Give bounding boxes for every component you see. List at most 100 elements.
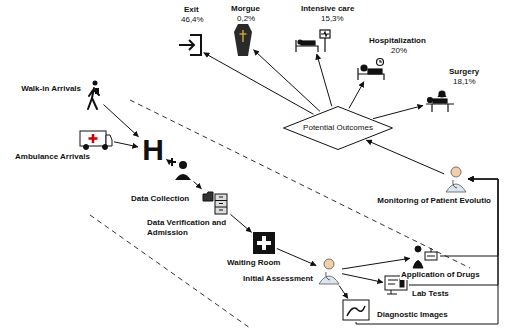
ambulance-icon-part xyxy=(80,131,106,146)
outcome-node: Hospitalization20% xyxy=(356,58,386,80)
imaging-icon xyxy=(343,300,369,320)
walking-person-icon-part xyxy=(93,81,98,86)
lab-test-icon-part xyxy=(400,279,404,287)
outcome-node: Exit46,4% xyxy=(178,34,202,56)
arrival-node: Walk-in Arrivals xyxy=(84,80,102,110)
hospital-bed-icon-part xyxy=(380,60,382,62)
node-label: Diagnostic Images xyxy=(376,310,449,320)
imaging-icon-part xyxy=(343,300,369,320)
surgery-icon-part xyxy=(439,91,445,97)
icu-bed-icon xyxy=(296,30,330,52)
zone-divider-part xyxy=(90,215,250,328)
process-node: Monitoring of Patient Evolutio xyxy=(446,166,466,192)
hospital-bed-icon xyxy=(358,59,384,81)
node-label: Application of Drugs xyxy=(400,270,481,280)
files-icon-part xyxy=(215,194,227,214)
icu-bed-icon-part xyxy=(296,40,318,52)
arrival-node: Ambulance Arrivals xyxy=(80,127,112,149)
files-icon-part xyxy=(215,197,227,210)
doctor-icon-part xyxy=(451,167,461,177)
hospital-node: H xyxy=(140,137,166,163)
decision-label: Potential Outcomes xyxy=(303,123,373,133)
process-node: Application of Drugs xyxy=(412,244,438,268)
percentage-label: 0,2% xyxy=(236,14,256,24)
node-label: Surgery xyxy=(448,67,480,77)
node-label: Waiting Room xyxy=(226,258,281,268)
coffin-icon-part xyxy=(234,24,252,56)
outcome-node: Intensive care15,3% xyxy=(296,30,330,52)
decision-diamond: Potential Outcomes xyxy=(283,106,393,150)
percentage-label: 20% xyxy=(390,46,408,56)
lab-test-icon-part xyxy=(387,280,398,294)
coffin-icon xyxy=(234,24,252,56)
hospital-bed-icon-part xyxy=(361,65,367,71)
text-holder: Potential Outcomes xyxy=(283,106,393,150)
process-node: Initial Assessment xyxy=(318,258,340,284)
node-label: Intensive care xyxy=(300,4,355,14)
flow-arrow xyxy=(356,179,498,324)
clerk-icon-part xyxy=(179,161,187,169)
flow-arrow xyxy=(114,142,138,147)
clerk-icon xyxy=(168,158,191,180)
clerk-icon-part xyxy=(175,174,191,180)
surgery-icon-part xyxy=(428,98,433,103)
node-label: Exit xyxy=(183,5,200,15)
walking-person-icon-part xyxy=(95,88,99,94)
flow-arrow xyxy=(373,106,423,119)
flow-arrow xyxy=(349,82,364,109)
hospital-letter: H xyxy=(142,137,164,163)
node-label: Data Collection xyxy=(130,194,190,204)
process-node: Data Verification and Admission xyxy=(203,190,229,214)
flow-arrow xyxy=(254,50,320,112)
surgery-icon-part xyxy=(438,94,446,98)
clerk-icon-part xyxy=(168,158,176,166)
exit-icon-part xyxy=(179,40,194,50)
node-label: Walk-in Arrivals xyxy=(20,84,82,94)
flow-arrow xyxy=(104,105,139,137)
waiting-room-icon-part xyxy=(253,232,275,254)
flow-arrow xyxy=(166,159,167,161)
ambulance-icon xyxy=(80,131,112,150)
doctor-icon-part xyxy=(326,272,330,280)
doctor-icon-part xyxy=(324,259,334,269)
node-label: Ambulance Arrivals xyxy=(14,152,91,162)
drug-application-icon-part xyxy=(427,248,435,256)
doctor-icon xyxy=(319,259,339,284)
process-node: Waiting Room xyxy=(253,232,275,254)
zone-divider-part xyxy=(130,100,470,268)
ambulance-icon-part xyxy=(103,145,108,150)
flow-arrow xyxy=(366,140,444,174)
walking-person-icon-part xyxy=(88,88,99,109)
flow-arrow xyxy=(342,258,410,269)
icu-bed-icon-part xyxy=(321,32,329,52)
outcome-node: Morgue0,2% xyxy=(234,24,252,56)
surgery-icon-part xyxy=(426,104,454,112)
ambulance-icon-part xyxy=(89,134,98,143)
files-icon-part xyxy=(203,192,213,201)
node-label: Monitoring of Patient Evolutio xyxy=(376,196,492,206)
percentage-label: 46,4% xyxy=(180,15,205,25)
doctor-icon xyxy=(446,167,466,192)
coffin-icon-part xyxy=(240,30,247,42)
drug-application-icon-part xyxy=(413,261,423,269)
waiting-room-icon xyxy=(253,232,275,254)
flow-arrow xyxy=(339,286,348,299)
files-icon xyxy=(203,192,227,214)
node-label: Morgue xyxy=(230,4,261,14)
exit-icon xyxy=(179,35,201,55)
flow-arrow xyxy=(317,54,332,106)
imaging-icon-part xyxy=(347,306,365,316)
flow-arrow xyxy=(231,214,252,232)
zone-divider xyxy=(90,100,470,328)
flow-arrow xyxy=(277,249,316,266)
waiting-room-icon-part xyxy=(257,236,271,250)
surgery-icon xyxy=(426,91,454,112)
node-label: Initial Assessment xyxy=(242,274,314,284)
surgery-icon-part xyxy=(433,99,447,103)
ambulance-icon-part xyxy=(84,145,89,150)
text-holder: H xyxy=(140,137,166,163)
doctor-icon-part xyxy=(453,180,457,188)
diamond-shape xyxy=(284,107,393,150)
percentage-label: 18,1% xyxy=(452,77,477,87)
